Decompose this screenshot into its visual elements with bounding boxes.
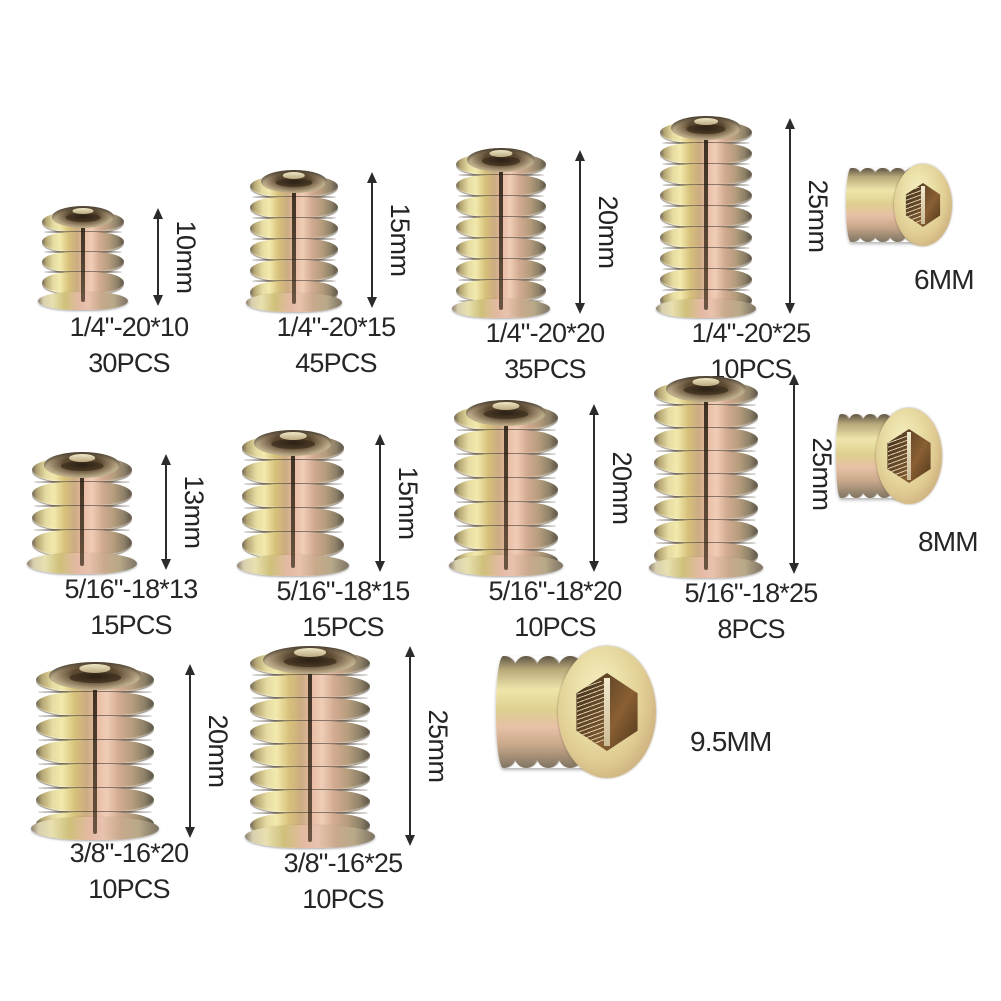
insert-drive-seam — [81, 218, 86, 302]
dimension-arrow-5: 13mm — [154, 454, 209, 570]
insert-nut-2 — [246, 170, 342, 312]
dimension-label: 13mm — [179, 475, 209, 549]
insert-nut-7 — [449, 400, 563, 576]
dimension-arrow-1: 10mm — [146, 208, 201, 306]
product-item-3: 20mm 1/4"-20*20 35PCS — [442, 140, 648, 384]
caption-4: 1/4"-20*25 10PCS — [628, 316, 874, 388]
insert-socket-opening — [467, 148, 535, 172]
dimension-label: 15mm — [393, 466, 423, 540]
caption-8: 5/16"-18*25 8PCS — [626, 576, 876, 648]
dimension-arrow-3: 20mm — [568, 150, 623, 314]
dimension-arrow-10: 25mm — [398, 646, 453, 846]
insert-nut-side-view-icon — [836, 408, 960, 504]
caption-10: 3/8"-16*25 10PCS — [228, 846, 458, 918]
spec-text: 1/4"-20*25 — [691, 318, 811, 348]
quantity-text: 15PCS — [90, 609, 172, 640]
product-item-1: 10mm 1/4"-20*10 30PCS — [34, 200, 224, 378]
dimension-label: 10mm — [171, 220, 201, 294]
insert-drive-seam — [704, 130, 709, 310]
spec-text: 5/16"-18*20 — [488, 576, 623, 606]
spec-text: 1/4"-20*10 — [69, 312, 189, 342]
insert-nut-side-view-icon — [496, 646, 686, 778]
dimension-label: 20mm — [593, 195, 623, 269]
dimension-arrow-6: 15mm — [368, 434, 423, 572]
dimension-label: 25mm — [423, 709, 453, 783]
spec-text: 5/16"-18*15 — [276, 576, 411, 606]
caption-9: 3/8"-16*20 10PCS — [14, 836, 244, 908]
insert-socket-opening — [466, 400, 546, 426]
insert-nut-3 — [452, 148, 550, 318]
side-view-label-6mm: 6MM — [914, 264, 975, 295]
insert-nut-6 — [237, 430, 349, 576]
spec-text: 1/4"-20*20 — [485, 318, 605, 348]
insert-nut-side-view-icon — [846, 164, 956, 246]
insert-drive-seam — [292, 184, 297, 304]
dimension-label: 20mm — [607, 451, 637, 525]
product-item-6: 15mm 5/16"-18*15 15PCS — [232, 422, 444, 642]
quantity-text: 35PCS — [504, 353, 586, 384]
quantity-text: 30PCS — [88, 347, 170, 378]
insert-drive-seam — [290, 444, 295, 568]
insert-drive-seam — [307, 660, 312, 842]
side-view-label-9-5mm: 9.5MM — [690, 726, 772, 757]
insert-nut-4 — [656, 116, 756, 318]
caption-3: 1/4"-20*20 35PCS — [424, 316, 666, 388]
spec-text: 5/16"-18*25 — [684, 578, 819, 608]
product-item-4: 25mm 1/4"-20*25 10PCS — [646, 108, 856, 384]
dimension-arrow-9: 20mm — [178, 664, 233, 838]
spec-text: 5/16"-18*13 — [64, 574, 199, 604]
insert-nut-1 — [38, 206, 128, 310]
product-item-9: 20mm 3/8"-16*20 10PCS — [20, 650, 234, 904]
dimension-label: 20mm — [203, 714, 233, 788]
caption-7: 5/16"-18*20 10PCS — [430, 574, 680, 646]
quantity-text: 8PCS — [717, 613, 785, 644]
insert-drive-seam — [703, 390, 708, 570]
dimension-arrow-7: 20mm — [582, 404, 637, 572]
product-item-7: 20mm 5/16"-18*20 10PCS — [444, 392, 656, 642]
insert-drive-seam — [503, 414, 508, 570]
spec-text: 3/8"-16*20 — [69, 838, 189, 868]
side-view-label-8mm: 8MM — [918, 526, 979, 557]
dimension-arrow-4: 25mm — [778, 118, 833, 314]
insert-socket-opening — [44, 452, 120, 478]
side-view-item-6mm: 6MM — [846, 164, 996, 298]
insert-socket-opening — [52, 206, 114, 228]
caption-6: 5/16"-18*15 15PCS — [218, 574, 468, 646]
insert-socket-opening — [254, 430, 332, 456]
side-view-item-8mm: 8MM — [836, 408, 996, 570]
insert-drive-seam — [499, 162, 504, 310]
caption-1: 1/4"-20*10 30PCS — [16, 310, 242, 382]
quantity-text: 10PCS — [514, 611, 596, 642]
product-item-10: 25mm 3/8"-16*25 10PCS — [234, 638, 454, 914]
insert-drive-seam — [92, 678, 97, 834]
dimension-arrow-8: 25mm — [782, 374, 837, 574]
dimension-label: 25mm — [803, 179, 833, 253]
dimension-label: 15mm — [385, 203, 415, 277]
product-item-5: 13mm 5/16"-18*13 15PCS — [20, 444, 230, 640]
quantity-text: 15PCS — [302, 611, 384, 642]
insert-socket-opening — [671, 116, 741, 140]
caption-5: 5/16"-18*13 15PCS — [6, 572, 256, 644]
product-item-8: 25mm 5/16"-18*25 8PCS — [640, 368, 854, 644]
spec-text: 3/8"-16*25 — [283, 848, 403, 878]
insert-nut-10 — [245, 646, 375, 848]
insert-socket-opening — [263, 646, 357, 674]
quantity-text: 10PCS — [88, 873, 170, 904]
product-item-2: 15mm 1/4"-20*15 45PCS — [236, 160, 436, 378]
insert-nut-9 — [31, 662, 159, 840]
caption-2: 1/4"-20*15 45PCS — [218, 310, 454, 382]
dimension-arrow-2: 15mm — [360, 172, 415, 308]
insert-nut-8 — [649, 376, 763, 578]
spec-text: 1/4"-20*15 — [276, 312, 396, 342]
quantity-text: 45PCS — [295, 347, 377, 378]
dimension-label: 25mm — [807, 437, 837, 511]
insert-drive-seam — [80, 466, 84, 566]
insert-socket-opening — [49, 662, 141, 690]
insert-socket-opening — [261, 170, 327, 193]
side-view-item-9-5mm: 9.5MM — [496, 646, 816, 828]
insert-socket-opening — [666, 376, 746, 402]
insert-nut-5 — [27, 452, 137, 574]
quantity-text: 10PCS — [302, 883, 384, 914]
